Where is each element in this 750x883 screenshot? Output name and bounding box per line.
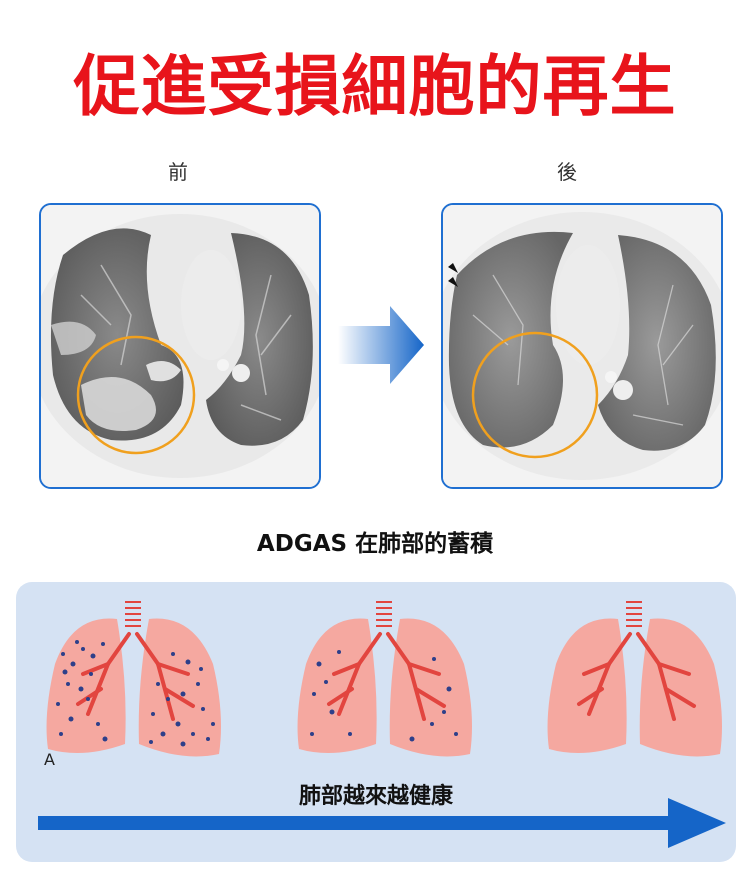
ct-scan-before	[39, 203, 321, 489]
arrow-right-icon	[338, 306, 424, 384]
highlight-ring-before	[76, 335, 196, 455]
marker-a: A	[44, 750, 55, 769]
after-label: 後	[557, 160, 577, 184]
lung-stage-3	[547, 601, 722, 757]
ct-scan-after-image	[443, 205, 721, 487]
highlight-ring-after	[471, 331, 599, 459]
before-label: 前	[168, 160, 188, 184]
lung-stage-2	[297, 601, 472, 757]
page-title: 促進受損細胞的再生	[73, 48, 677, 125]
trachea	[125, 601, 141, 627]
lung-progress-panel: A 肺部越來越健康	[16, 582, 736, 862]
ct-scan-after	[441, 203, 723, 489]
healthier-text: 肺部越來越健康	[298, 784, 453, 809]
ct-scan-before-image	[41, 205, 319, 487]
progress-arrow-icon	[38, 798, 726, 848]
lung-stage-1	[46, 601, 221, 757]
accumulation-subtitle: ADGAS 在肺部的蓄積	[256, 531, 494, 557]
